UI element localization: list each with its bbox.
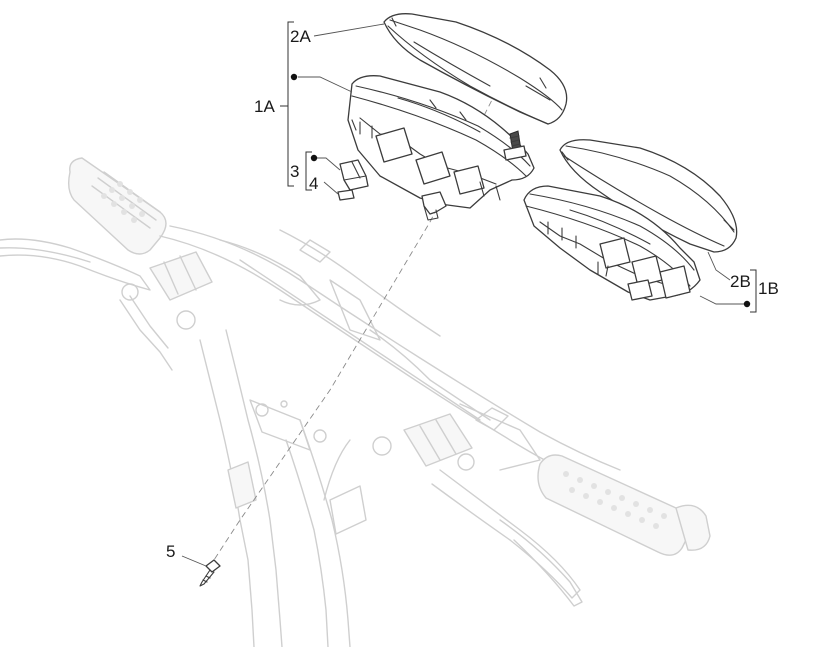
leader-2a xyxy=(313,23,385,37)
part-3-connector xyxy=(339,159,369,191)
bullet-1b xyxy=(743,300,751,308)
leader-3 xyxy=(314,157,341,171)
callout-2b: 2B xyxy=(730,272,751,291)
left-grip-ghost xyxy=(67,157,167,255)
callout-1b: 1B xyxy=(758,279,779,298)
right-grip-ghost xyxy=(537,454,711,556)
callout-3: 3 xyxy=(290,162,299,181)
leader-4 xyxy=(323,181,339,195)
part-1b-instrument-body xyxy=(523,185,701,301)
handlebar-ghost xyxy=(0,157,711,647)
part-1a-instrument-body xyxy=(347,75,535,221)
part-5-screw xyxy=(199,559,221,587)
leader-1b xyxy=(699,295,746,305)
callout-5: 5 xyxy=(166,542,175,561)
leader-1a xyxy=(298,76,353,93)
bracket-1a xyxy=(287,21,294,187)
assembly-axis-line xyxy=(213,91,497,561)
part-2b-cover xyxy=(559,139,738,253)
leader-2b xyxy=(707,251,731,281)
part-4-bulb xyxy=(337,189,355,201)
leader-5 xyxy=(181,555,207,567)
bullet-3 xyxy=(310,154,318,162)
callout-4: 4 xyxy=(309,174,318,193)
part-2a-cover xyxy=(383,13,568,125)
callout-2a: 2A xyxy=(290,27,311,46)
bracket-1b xyxy=(750,269,757,313)
callout-1a: 1A xyxy=(254,97,275,116)
bullet-1a xyxy=(290,73,298,81)
bracket-3 xyxy=(305,151,312,191)
